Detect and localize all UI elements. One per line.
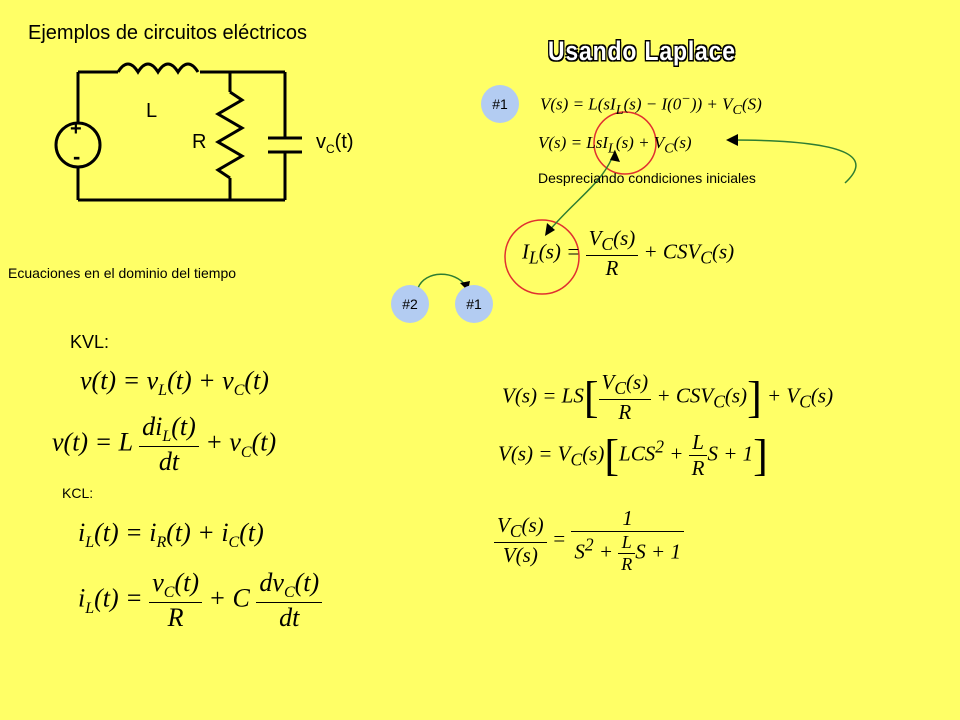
kvl-label: KVL: [70, 332, 110, 352]
heading-laplace: Usando Laplace [548, 36, 736, 66]
vc-main: v [316, 131, 326, 153]
arrow-circle-link [547, 157, 613, 233]
equation-laplace-1: V(s) = L(sIL(s) − I(0−)) + VC(S) [540, 91, 762, 119]
equation-kvl-1: v(t) = vL(t) + vC(t) [80, 366, 269, 400]
source-minus: - [73, 144, 81, 169]
bubble-1-top: #1 [481, 85, 519, 123]
capacitor-voltage-label: vC(t) [316, 131, 354, 156]
resistor-symbol [215, 90, 245, 180]
highlight-circle-top [593, 111, 657, 175]
bubble-2: #2 [391, 285, 429, 323]
equation-kvl-2: v(t) = L diL(t)dt + vC(t) [52, 412, 277, 477]
vc-sub: C [326, 142, 335, 156]
inductor-symbol [116, 62, 200, 75]
voltage-source-symbol [54, 121, 102, 169]
time-domain-label: Ecuaciones en el dominio del tiempo [8, 265, 237, 281]
equation-kcl-1: iL(t) = iR(t) + iC(t) [78, 518, 264, 552]
vc-tail: (t) [334, 131, 354, 153]
equation-kcl-2: iL(t) = vC(t)R + C dvC(t)dt [78, 568, 323, 633]
highlight-circle-bottom [504, 219, 580, 295]
kcl-label: KCL: [62, 485, 94, 501]
bubble-1-bottom: #1 [455, 285, 493, 323]
arrow-to-top-circle [729, 139, 857, 184]
equation-laplace-2: V(s) = LsIL(s) + VC(s) [538, 133, 692, 157]
inductor-label: L [146, 100, 158, 122]
arrow-bubble-link [417, 273, 467, 289]
note-initial-conditions: Despreciando condiciones iniciales [538, 170, 756, 186]
equation-vs-1: V(s) = LS[VC(s)R + CSVC(s)] + VC(s) [502, 370, 834, 425]
source-plus: + [70, 118, 82, 140]
slide-title: Ejemplos de circuitos eléctricos [28, 22, 307, 44]
equation-il-laplace: IL(s) = VC(s)R + CSVC(s) [522, 226, 735, 281]
resistor-label: R [192, 131, 207, 153]
